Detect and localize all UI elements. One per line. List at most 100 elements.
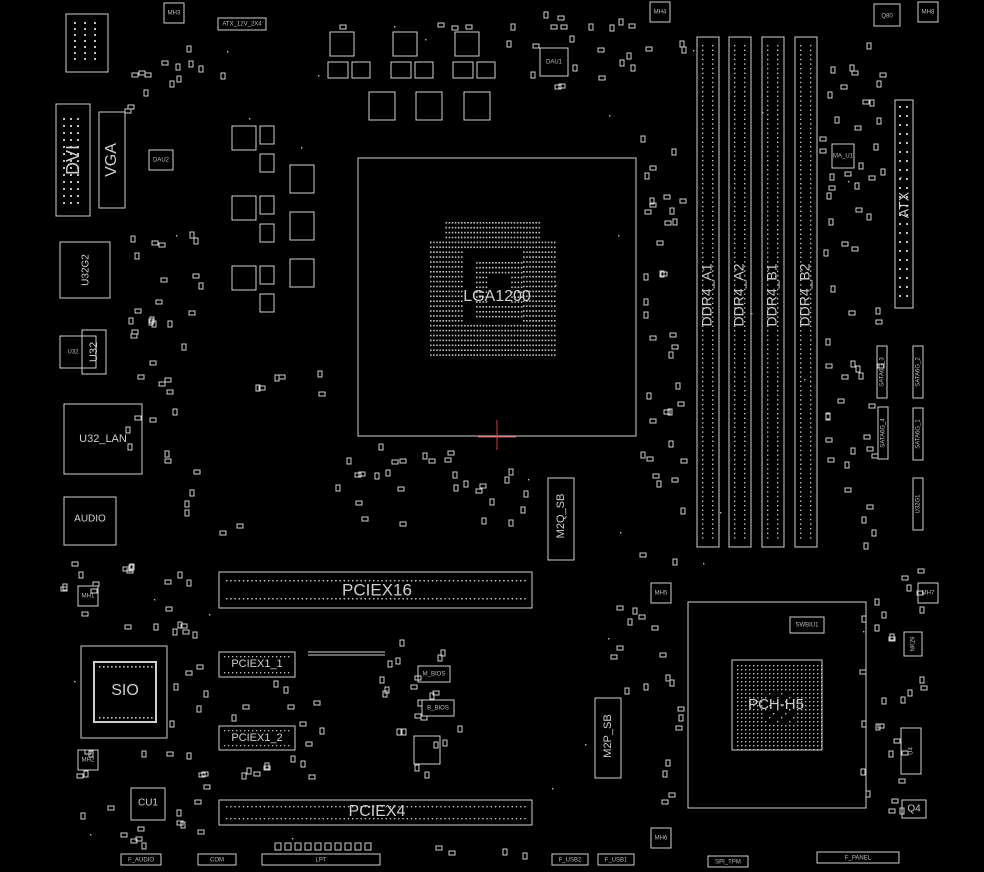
dimm-pin bbox=[800, 91, 802, 93]
dimm-pin bbox=[744, 376, 746, 378]
dimm-pin bbox=[734, 215, 736, 217]
pch-ball bbox=[805, 677, 807, 679]
pcie-pin bbox=[226, 598, 228, 600]
dimm-pin bbox=[767, 500, 769, 502]
cpu-socket-pin bbox=[501, 315, 504, 318]
dimm-pin bbox=[810, 270, 812, 272]
cpu-socket-pin bbox=[457, 275, 460, 278]
pcie-pin bbox=[318, 818, 320, 820]
smd-component bbox=[395, 657, 401, 665]
dimm-pin bbox=[810, 298, 812, 300]
pch-ball bbox=[821, 741, 823, 743]
dimm-pin bbox=[810, 49, 812, 51]
cpu-socket-pin bbox=[461, 226, 463, 229]
cpu-socket-pin bbox=[464, 339, 466, 342]
dimm-pin bbox=[800, 463, 802, 465]
smd-component bbox=[134, 252, 140, 260]
smd-component bbox=[919, 606, 925, 614]
pch-ball bbox=[737, 705, 739, 707]
pch-ball bbox=[813, 673, 815, 675]
cpu-socket-pin bbox=[457, 354, 460, 356]
cpu-socket-pin bbox=[436, 241, 438, 244]
smd-component bbox=[160, 277, 168, 283]
pcie-pin bbox=[373, 806, 375, 808]
pch-ball bbox=[757, 681, 759, 683]
pch-ball bbox=[789, 741, 791, 743]
dimm-pin bbox=[702, 486, 704, 488]
cpu-socket-pin bbox=[451, 280, 454, 283]
cpu-socket-pin bbox=[461, 275, 463, 278]
dimm-pin bbox=[702, 399, 704, 401]
dimm-pin bbox=[810, 196, 812, 199]
b-bios-label: B_BIOS bbox=[427, 706, 449, 712]
pch-ball bbox=[805, 705, 807, 707]
pch-ball bbox=[805, 665, 807, 667]
pch-ball bbox=[817, 717, 819, 719]
cpu-socket-pin bbox=[482, 334, 485, 337]
dimm-pin bbox=[734, 532, 736, 534]
cpu-socket-pin bbox=[442, 334, 444, 337]
dimm-pin bbox=[734, 449, 736, 452]
dimm-pin bbox=[744, 334, 746, 337]
cpu-socket-pin bbox=[554, 324, 556, 327]
dimm-pin bbox=[702, 210, 704, 212]
dimm-pin bbox=[712, 344, 714, 346]
pch-ball bbox=[821, 725, 823, 727]
cpu-socket-pin bbox=[488, 354, 491, 356]
dimm-pin bbox=[810, 500, 812, 502]
cpu-socket-pin bbox=[476, 291, 478, 293]
mosfet bbox=[452, 61, 474, 79]
pch-ball bbox=[781, 725, 783, 727]
dimm-pin bbox=[712, 233, 714, 235]
pcie-pin bbox=[305, 818, 308, 820]
dvi-pin bbox=[63, 174, 65, 176]
dimm-pin bbox=[800, 436, 802, 438]
dimm-pin bbox=[744, 247, 746, 249]
pch-ball bbox=[773, 685, 775, 687]
cpu-socket-pin bbox=[430, 305, 432, 307]
dimm-pin bbox=[744, 81, 746, 84]
cpu-socket-pin bbox=[501, 334, 503, 337]
cpu-socket-pin bbox=[451, 246, 454, 249]
pch-ball bbox=[741, 665, 743, 667]
pch-ball bbox=[789, 677, 791, 679]
smd-component bbox=[662, 770, 668, 778]
pcie-pin bbox=[259, 818, 261, 820]
pch-ball bbox=[821, 705, 823, 707]
smd-component bbox=[898, 778, 906, 784]
dimm-pin bbox=[777, 307, 779, 309]
cpu-socket-pin bbox=[457, 295, 460, 298]
dimm-pin bbox=[767, 63, 769, 65]
pin bbox=[252, 745, 254, 747]
dimm-pin bbox=[810, 91, 812, 93]
atx-pin bbox=[906, 241, 908, 243]
smd-component bbox=[855, 365, 861, 373]
cpu-socket-pin bbox=[547, 300, 550, 302]
dimm-pin bbox=[800, 348, 802, 350]
sata-header bbox=[912, 345, 924, 399]
cpu-socket-pin bbox=[488, 339, 491, 342]
dimm-pin bbox=[800, 325, 802, 327]
cpu-socket-pin bbox=[448, 305, 451, 307]
pcie-pin bbox=[335, 580, 337, 582]
dimm-pin bbox=[744, 242, 746, 245]
smd-component bbox=[134, 308, 142, 314]
cpu-socket-pin bbox=[554, 275, 556, 278]
audio-connector bbox=[63, 496, 117, 546]
smd-component bbox=[865, 790, 871, 798]
cpu-socket-pin bbox=[541, 261, 544, 263]
dimm-pin bbox=[712, 445, 714, 447]
header-f_usb2 bbox=[551, 853, 589, 866]
dimm-pin bbox=[734, 321, 736, 323]
dimm-pin bbox=[734, 173, 736, 176]
cpu-socket-pin bbox=[508, 271, 510, 274]
pcie-pin bbox=[326, 580, 329, 582]
cpu-socket-pin bbox=[448, 251, 451, 253]
dimm-pin bbox=[767, 316, 769, 318]
smd-component bbox=[863, 542, 869, 550]
pcie-pin bbox=[293, 598, 295, 600]
dimm-pin bbox=[744, 325, 746, 327]
dimm-pin bbox=[800, 537, 802, 539]
dimm-pin bbox=[734, 385, 736, 387]
cpu-socket-pin bbox=[532, 290, 534, 293]
